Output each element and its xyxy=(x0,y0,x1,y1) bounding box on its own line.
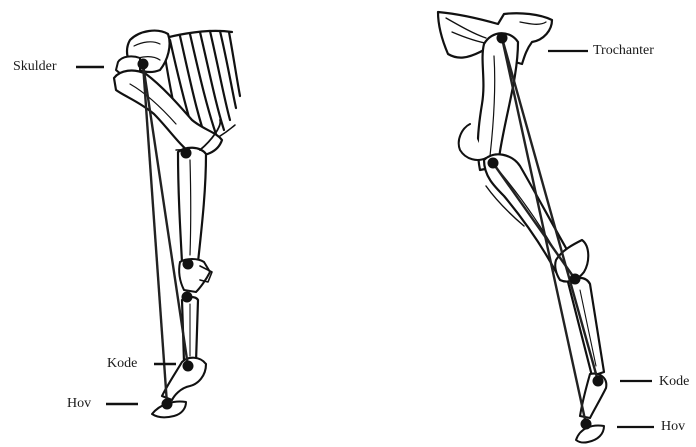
shoulder-label: Skulder xyxy=(13,59,57,75)
fetlock-joint xyxy=(183,361,194,372)
hip-joint xyxy=(497,33,508,44)
hindleg-hoof-label: Hov xyxy=(661,419,685,435)
hind-hoof-point xyxy=(581,419,592,430)
hock-joint xyxy=(570,274,581,285)
elbow-joint xyxy=(181,148,192,159)
hind-fetlock-joint xyxy=(593,376,604,387)
trochanter-label: Trochanter xyxy=(593,43,654,59)
foreleg-fetlock-label: Kode xyxy=(107,356,137,372)
foreleg-hoof-label: Hov xyxy=(67,396,91,412)
knee-joint-upper xyxy=(183,259,194,270)
hindleg-fetlock-label: Kode xyxy=(659,374,689,390)
hoof-point xyxy=(162,399,173,410)
shoulder-joint xyxy=(138,59,149,70)
stifle-joint xyxy=(488,158,499,169)
knee-joint-lower xyxy=(182,292,193,303)
